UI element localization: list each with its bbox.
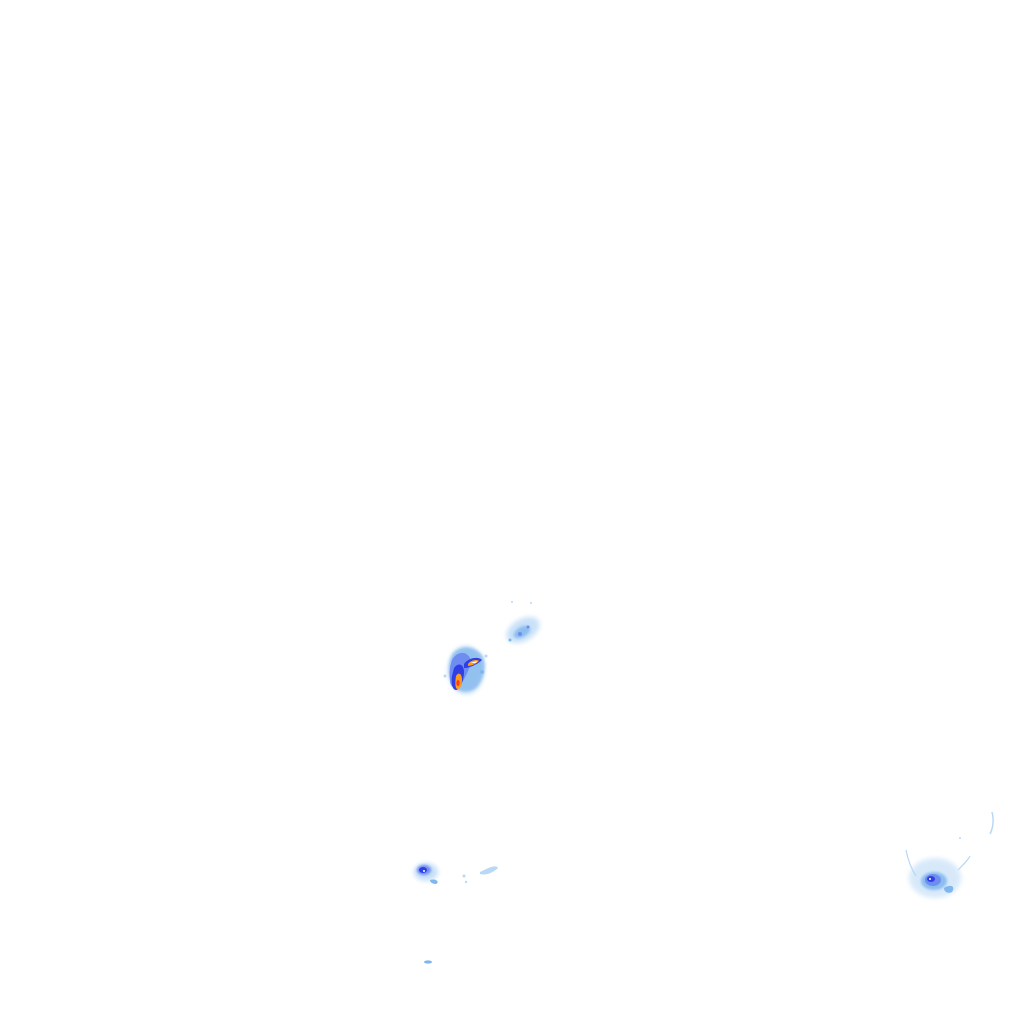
precip-gap [470, 661, 477, 663]
precip-speck [464, 880, 468, 884]
precip-speck [518, 632, 522, 636]
precip-moderate-band [944, 885, 954, 893]
precip-light-streak [905, 849, 917, 877]
precip-light-streak [989, 811, 994, 835]
precip-speck [959, 837, 961, 839]
precip-gap [929, 878, 931, 880]
precip-speck [443, 674, 447, 678]
precip-speck [484, 654, 488, 658]
precip-speck [508, 638, 512, 642]
cell-south-center [414, 863, 498, 884]
precip-extreme-core [456, 680, 460, 686]
cell-south-small [424, 960, 432, 964]
precip-moderate-area [513, 625, 531, 639]
precip-speck [462, 874, 466, 878]
precip-speck [480, 670, 484, 674]
precip-speck [511, 601, 513, 603]
precip-light-band [480, 866, 498, 875]
cell-center-main [443, 646, 488, 694]
cell-center-northeast [506, 601, 540, 644]
precip-speck [530, 602, 532, 604]
precip-very-heavy-area [419, 867, 427, 873]
precip-light-area [424, 960, 432, 964]
precip-moderate-band [430, 879, 438, 884]
precip-speck [526, 625, 530, 629]
cell-south-east [905, 811, 994, 898]
precip-light-streak [957, 855, 971, 871]
precip-gap [423, 870, 425, 872]
